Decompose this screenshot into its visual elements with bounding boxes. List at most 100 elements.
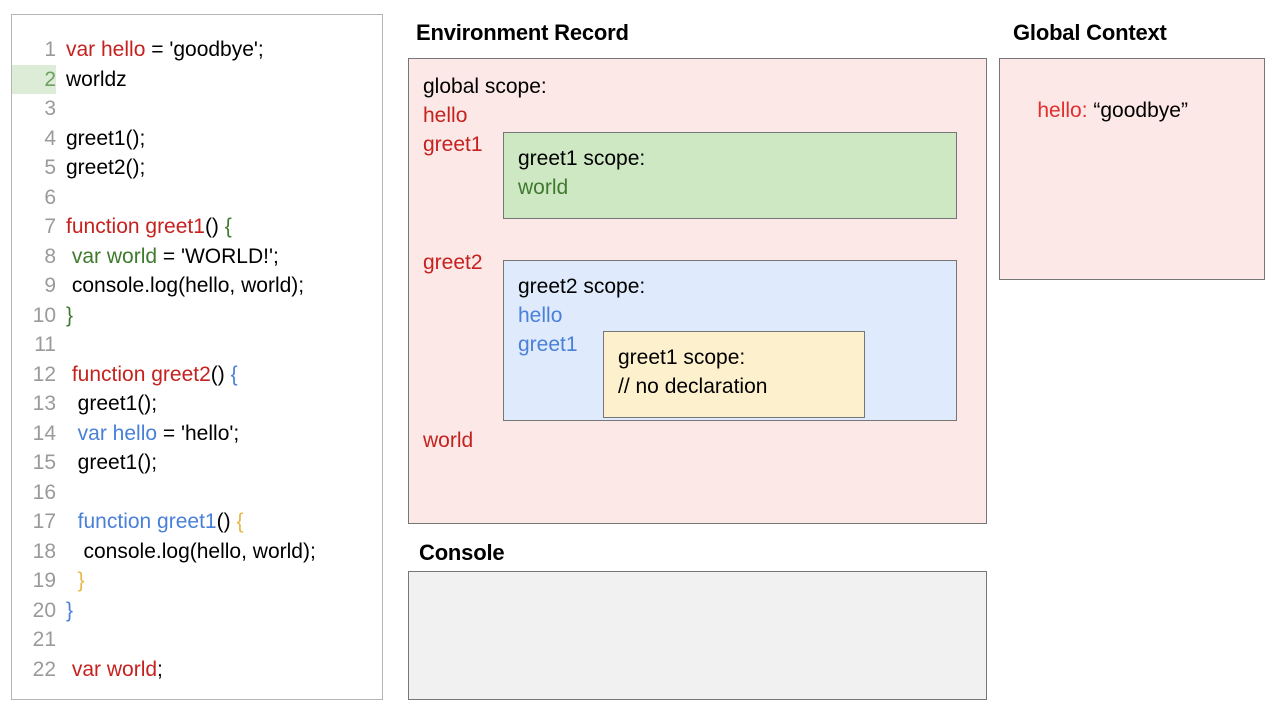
- code-token: [66, 510, 78, 533]
- global-scope-label: global scope:: [423, 75, 547, 98]
- code-line-text: greet2();: [56, 153, 145, 183]
- line-number: 21: [32, 628, 56, 651]
- code-line[interactable]: 3: [12, 94, 382, 124]
- code-line[interactable]: 1 var hello = 'goodbye';: [12, 35, 382, 65]
- environment-record-box: global scope: hello greet1 greet2 world …: [408, 58, 987, 524]
- code-line-text: console.log(hello, world);: [56, 537, 316, 567]
- code-token: (): [216, 510, 237, 533]
- code-token: var hello: [77, 421, 158, 445]
- code-token: {: [224, 215, 232, 238]
- code-token: }: [66, 598, 74, 622]
- nested-greet1-scope-title: greet1 scope:: [618, 346, 746, 369]
- code-token: function greet1: [77, 510, 217, 533]
- code-token: [66, 422, 78, 445]
- code-line[interactable]: 8 var world = 'WORLD!';: [12, 242, 382, 272]
- code-token: function greet1: [66, 215, 205, 238]
- code-line[interactable]: 19 }: [12, 566, 382, 596]
- code-line[interactable]: 10}: [12, 301, 382, 331]
- greet2-scope-entry-hello: hello: [518, 304, 563, 327]
- line-number: 3: [44, 97, 56, 120]
- code-token: console.log(hello, world);: [66, 539, 316, 563]
- code-token: = 'goodbye';: [145, 38, 264, 61]
- line-number: 11: [34, 333, 56, 356]
- code-line[interactable]: 17 function greet1() {: [12, 507, 382, 537]
- code-token: var world: [71, 657, 158, 681]
- greet2-scope-entry-greet1: greet1: [518, 333, 578, 356]
- code-line[interactable]: 2 worldz: [12, 64, 382, 94]
- global-context-entry-key: hello:: [1037, 99, 1088, 122]
- code-line-text: }: [56, 301, 73, 331]
- code-line-text: console.log(hello, world);: [56, 271, 304, 301]
- code-token: }: [66, 303, 74, 327]
- code-token: worldz: [66, 67, 127, 91]
- nested-greet1-scope-entry-note: // no declaration: [618, 375, 768, 398]
- code-line[interactable]: 15 greet1();: [12, 448, 382, 478]
- code-line[interactable]: 14 var hello = 'hello';: [12, 419, 382, 449]
- line-number: 16: [32, 480, 56, 504]
- line-number: 15: [32, 451, 56, 474]
- global-var-hello: hello: [423, 104, 468, 127]
- global-var-greet1: greet1: [423, 133, 483, 156]
- code-line-text: var world = 'WORLD!';: [56, 242, 279, 272]
- nested-greet1-scope-box: greet1 scope: // no declaration: [603, 331, 865, 418]
- code-line[interactable]: 12 function greet2() {: [12, 360, 382, 390]
- line-number: 7: [44, 215, 56, 238]
- code-token: function greet2: [71, 362, 211, 386]
- code-line[interactable]: 9 console.log(hello, world);: [12, 271, 382, 301]
- code-token: = 'hello';: [157, 421, 240, 445]
- code-token: var world: [71, 244, 158, 268]
- code-token: greet1();: [66, 451, 158, 474]
- code-line-text: }: [56, 596, 73, 626]
- code-token: var hello: [66, 38, 146, 61]
- code-token: = 'WORLD!';: [157, 244, 279, 268]
- code-token: greet1();: [66, 126, 146, 150]
- code-line-text: var hello = 'hello';: [56, 419, 240, 449]
- code-line[interactable]: 6: [12, 183, 382, 213]
- code-line-text: greet1();: [56, 389, 157, 419]
- code-line-text: }: [56, 566, 85, 596]
- global-var-greet2: greet2: [423, 251, 483, 274]
- code-line[interactable]: 18 console.log(hello, world);: [12, 537, 382, 567]
- line-number: 2: [12, 64, 56, 94]
- line-number: 19: [32, 569, 56, 592]
- environment-record-title: Environment Record: [416, 20, 629, 45]
- global-var-world: world: [423, 429, 474, 452]
- greet2-scope-title: greet2 scope:: [518, 275, 646, 298]
- global-context-entry-value: “goodbye”: [1087, 99, 1188, 122]
- code-token: {: [230, 362, 238, 386]
- line-number: 22: [32, 657, 56, 681]
- line-number: 14: [32, 421, 56, 445]
- line-number: 1: [44, 38, 56, 61]
- line-number: 9: [44, 274, 56, 297]
- code-line[interactable]: 13 greet1();: [12, 389, 382, 419]
- line-number: 18: [32, 539, 56, 563]
- code-line-text: function greet1() {: [56, 507, 244, 537]
- code-token: console.log(hello, world);: [66, 274, 305, 297]
- line-number: 20: [32, 598, 56, 622]
- code-line[interactable]: 11: [12, 330, 382, 360]
- code-line[interactable]: 21: [12, 625, 382, 655]
- code-line[interactable]: 20}: [12, 596, 382, 626]
- line-number: 8: [44, 244, 56, 268]
- code-line-text: var world;: [56, 655, 163, 685]
- line-number: 6: [44, 185, 56, 209]
- code-line-text: greet1();: [56, 124, 145, 154]
- code-line-text: greet1();: [56, 448, 157, 478]
- global-context-box: hello: “goodbye”: [999, 58, 1265, 280]
- code-token: }: [77, 569, 85, 592]
- greet1-scope-box: greet1 scope: world: [503, 132, 957, 219]
- code-line[interactable]: 22 var world;: [12, 655, 382, 685]
- code-line-text: function greet2() {: [56, 360, 238, 390]
- code-token: greet2();: [66, 156, 146, 179]
- code-token: ;: [157, 657, 163, 681]
- console-title: Console: [419, 540, 505, 565]
- console-output-box[interactable]: [408, 571, 987, 700]
- code-line-text: function greet1() {: [56, 212, 232, 242]
- code-token: (): [210, 362, 231, 386]
- code-line[interactable]: 16: [12, 478, 382, 508]
